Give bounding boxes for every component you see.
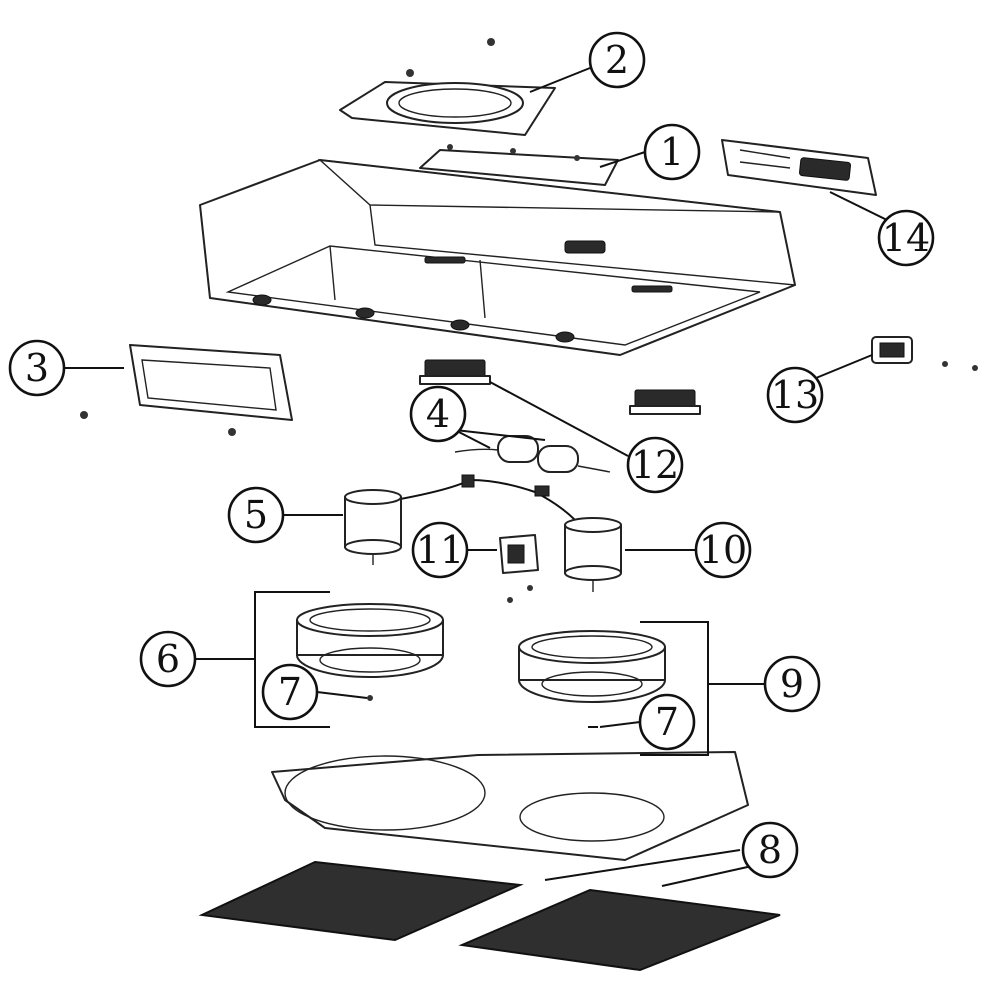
callout-7-right: 7 [638, 693, 696, 751]
callout-13: 13 [766, 366, 824, 424]
callout-11: 11 [411, 521, 469, 579]
callout-7-left-label: 7 [278, 670, 302, 714]
duct-collar-plate [339, 38, 556, 136]
callout-13-label: 13 [771, 373, 819, 417]
bracket-pair [419, 359, 701, 415]
wire-harness [394, 474, 576, 521]
callout-4-label: 4 [426, 392, 450, 436]
callout-8-label: 8 [758, 828, 782, 872]
hood-body [199, 159, 796, 356]
callout-12: 12 [626, 436, 684, 494]
callout-9: 9 [763, 655, 821, 713]
right-blower-wheel [518, 630, 666, 728]
callout-5: 5 [227, 486, 285, 544]
callout-6-label: 6 [156, 637, 180, 681]
callout-4: 4 [409, 385, 467, 443]
control-board [721, 139, 877, 196]
left-motor [344, 489, 402, 565]
callout-3: 3 [8, 339, 66, 397]
callout-14: 14 [877, 209, 935, 267]
callout-2: 2 [588, 31, 646, 89]
callout-1: 1 [643, 123, 701, 181]
capacitor-box [499, 534, 539, 603]
callout-7-right-label: 7 [655, 700, 679, 744]
bottom-tray [271, 751, 749, 861]
right-motor [564, 517, 622, 592]
callout-3-label: 3 [25, 346, 49, 390]
callout-5-label: 5 [244, 493, 268, 537]
callout-9-label: 9 [780, 662, 804, 706]
light-housing [80, 344, 293, 436]
grease-filters [198, 860, 781, 972]
left-blower-wheel [296, 603, 444, 701]
callout-1-label: 1 [660, 130, 684, 174]
callout-12-label: 12 [631, 443, 679, 487]
leader-lines [62, 67, 892, 887]
callout-10-label: 10 [699, 528, 747, 572]
callout-2-label: 2 [605, 38, 629, 82]
transformer-bracket [871, 336, 978, 371]
callout-11-label: 11 [416, 528, 464, 572]
callout-7-left: 7 [261, 663, 319, 721]
callout-14-label: 14 [882, 216, 930, 260]
callout-10: 10 [694, 521, 752, 579]
callout-6: 6 [139, 630, 197, 688]
callout-8: 8 [741, 821, 799, 879]
